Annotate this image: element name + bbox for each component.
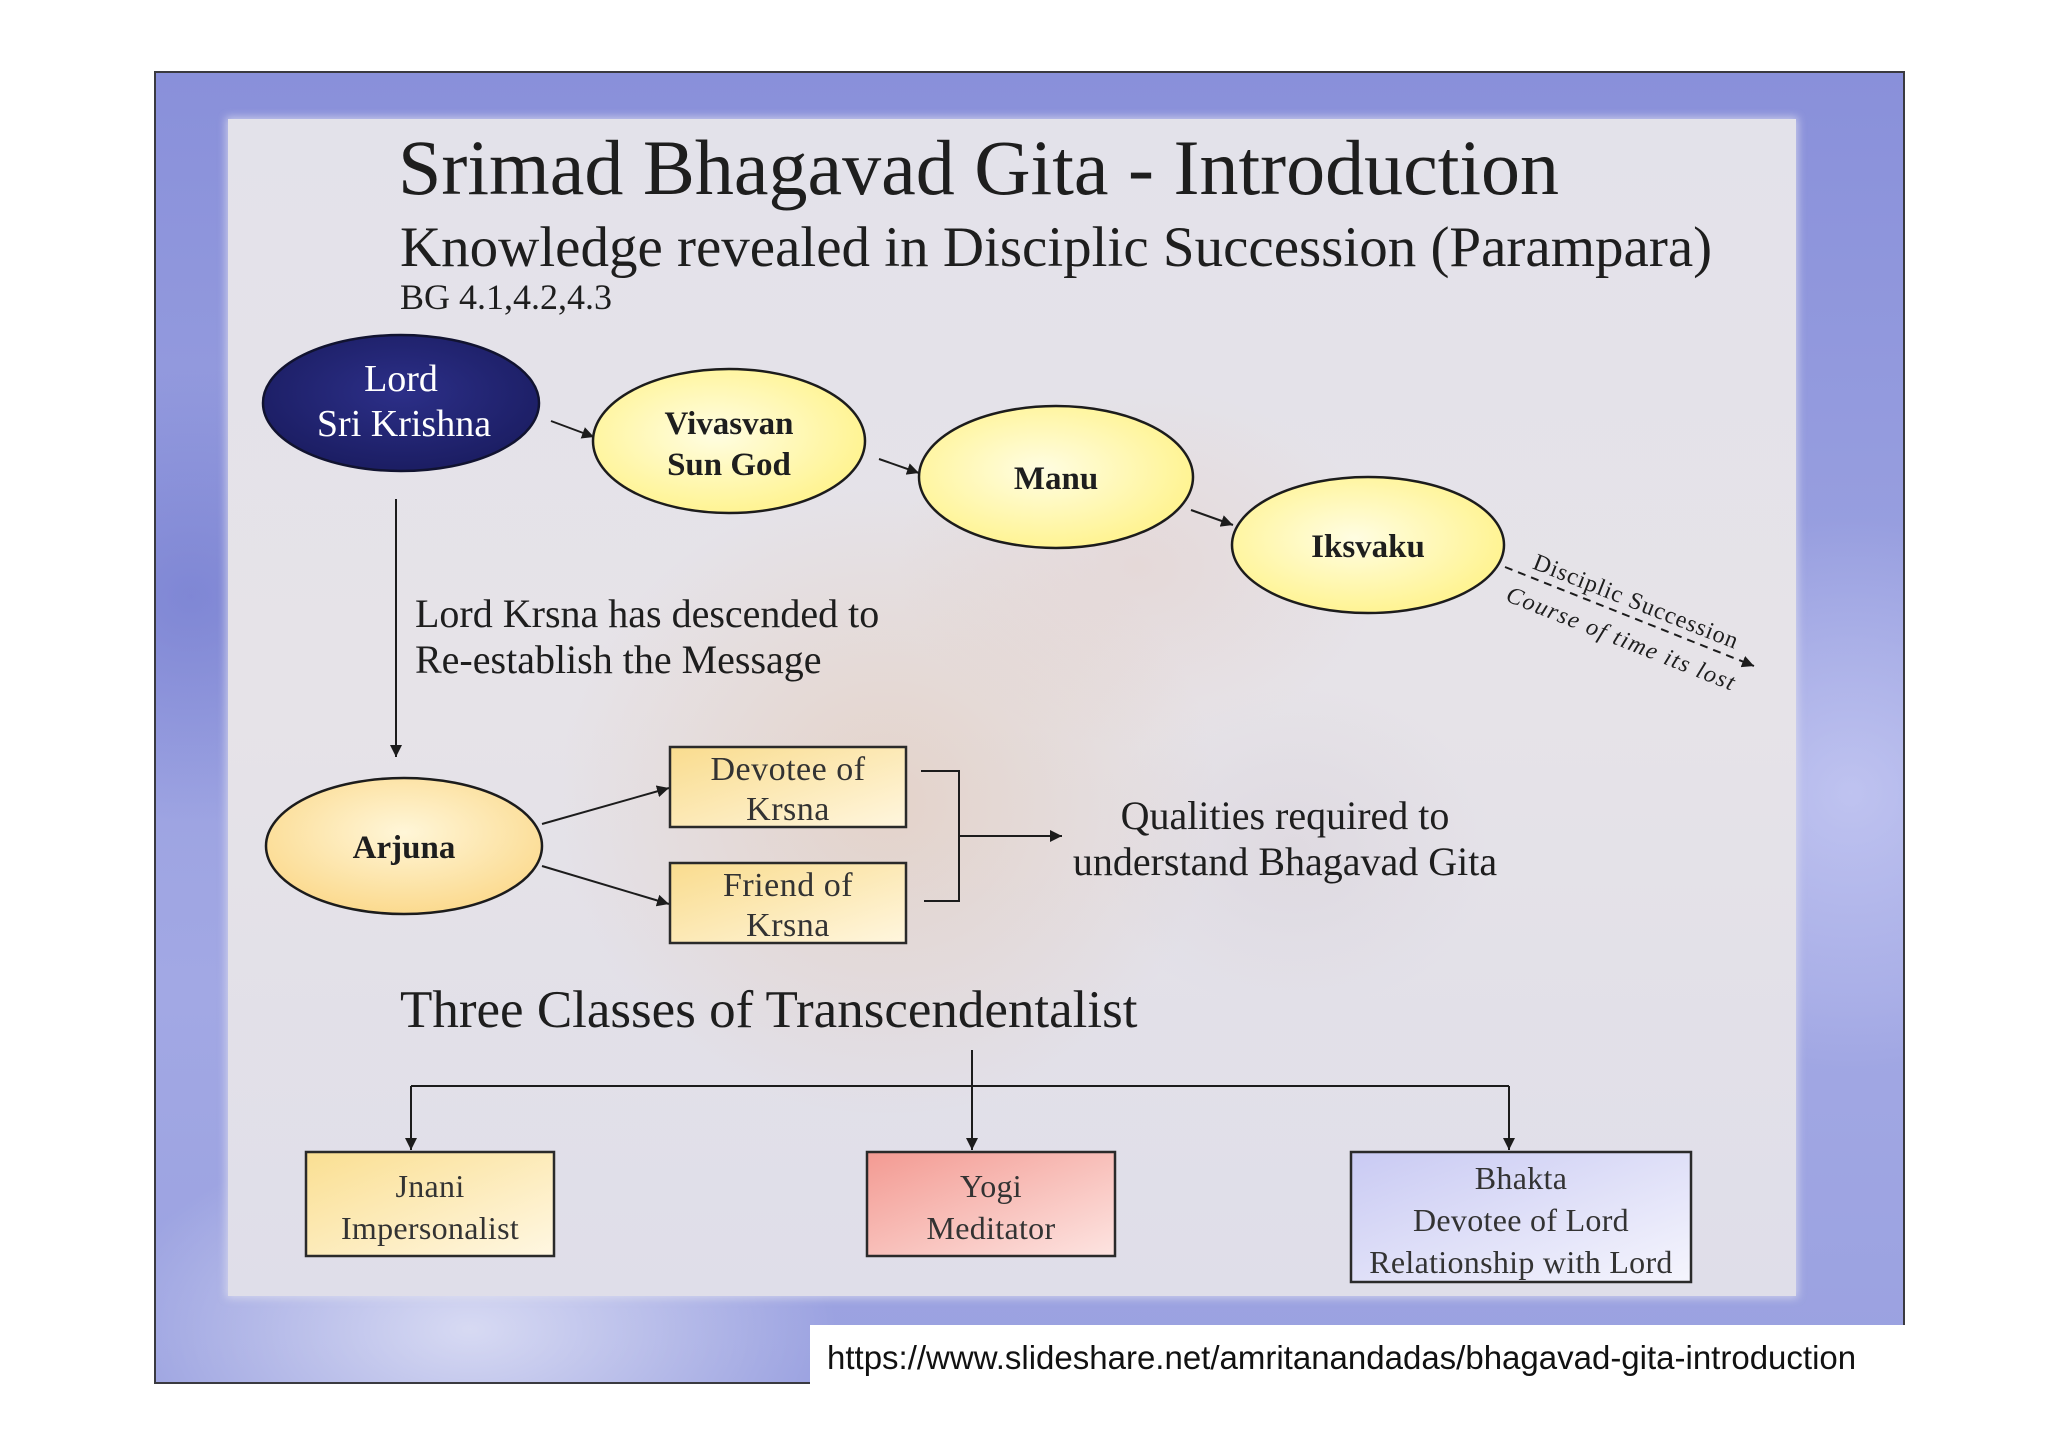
class-box-yogi-rect — [865, 1150, 1117, 1258]
class-box-bhakta: Bhakta Devotee of Lord Relationship with… — [1349, 1150, 1693, 1284]
quality-box-devotee-rect — [668, 745, 908, 829]
quality-friend-line2: Krsna — [746, 907, 830, 944]
arrow-arjuna-to-friend — [541, 865, 670, 907]
class-yogi-line1: Yogi — [960, 1168, 1022, 1204]
node-label-krishna-line1: Lord — [364, 358, 438, 400]
node-ellipse-iksvaku — [1230, 475, 1506, 615]
arrow-arjuna-to-devotee — [541, 785, 670, 825]
node-label-krishna-line2: Sri Krishna — [317, 403, 491, 445]
quality-box-friend-rect — [668, 861, 908, 945]
class-jnani-line2: Impersonalist — [341, 1210, 519, 1246]
qualities-note-line1: Qualities required to — [1121, 793, 1450, 838]
slide-subtitle: Knowledge revealed in Disciplic Successi… — [400, 216, 1712, 279]
verse-reference: BG 4.1,4.2,4.3 — [400, 277, 612, 317]
source-caption-box: https://www.slideshare.net/amritanandada… — [810, 1325, 1909, 1391]
node-ellipse-arjuna — [264, 776, 544, 916]
node-ellipse-vivasvan — [591, 367, 867, 515]
class-yogi-line2: Meditator — [927, 1210, 1056, 1246]
class-box-yogi: Yogi Meditator — [865, 1150, 1117, 1258]
descent-note-line1: Lord Krsna has descended to — [415, 591, 879, 636]
node-label-vivasvan-line1: Vivasvan — [665, 406, 794, 442]
transcendentalist-heading: Three Classes of Transcendentalist — [400, 981, 1138, 1039]
class-bhakta-line3: Relationship with Lord — [1369, 1244, 1672, 1280]
source-url: https://www.slideshare.net/amritanandada… — [827, 1339, 1857, 1376]
class-jnani-line1: Jnani — [395, 1168, 464, 1204]
node-manu: Manu — [917, 404, 1195, 550]
node-label-iksvaku: Iksvaku — [1311, 529, 1425, 565]
content-panel — [228, 119, 1796, 1296]
node-arjuna: Arjuna — [264, 776, 544, 916]
node-label-arjuna: Arjuna — [353, 830, 456, 866]
arrow-krishna-to-vivasvan — [550, 420, 595, 439]
dashed-succession-arrow — [1504, 566, 1755, 668]
node-label-vivasvan-line2: Sun God — [667, 447, 791, 483]
quality-friend-line1: Friend of — [723, 867, 853, 904]
qualities-note-line2: understand Bhagavad Gita — [1073, 839, 1498, 884]
class-bhakta-line2: Devotee of Lord — [1413, 1202, 1629, 1238]
class-box-bhakta-rect — [1349, 1150, 1693, 1284]
node-iksvaku: Iksvaku — [1230, 475, 1506, 615]
qualities-bracket — [921, 770, 960, 902]
node-ellipse-manu — [917, 404, 1195, 550]
quality-devotee-line1: Devotee of — [710, 751, 865, 788]
class-box-jnani: Jnani Impersonalist — [304, 1150, 556, 1258]
slide-title: Srimad Bhagavad Gita - Introduction — [398, 124, 1559, 211]
quality-box-devotee: Devotee of Krsna — [668, 745, 908, 829]
quality-devotee-line2: Krsna — [746, 791, 830, 828]
node-lord-sri-krishna: Lord Sri Krishna — [261, 333, 541, 473]
succession-line-labels: Disciplic Succession Course of time its … — [1502, 550, 1742, 697]
quality-box-friend: Friend of Krsna — [668, 861, 908, 945]
class-bhakta-line1: Bhakta — [1475, 1160, 1567, 1196]
node-ellipse-krishna — [261, 333, 541, 473]
class-box-jnani-rect — [304, 1150, 556, 1258]
node-label-manu: Manu — [1014, 461, 1098, 497]
node-vivasvan: Vivasvan Sun God — [591, 367, 867, 515]
arrow-manu-to-iksvaku — [1190, 509, 1234, 527]
arrow-vivasvan-to-manu — [878, 458, 920, 475]
descent-note-line2: Re-establish the Message — [415, 637, 822, 682]
